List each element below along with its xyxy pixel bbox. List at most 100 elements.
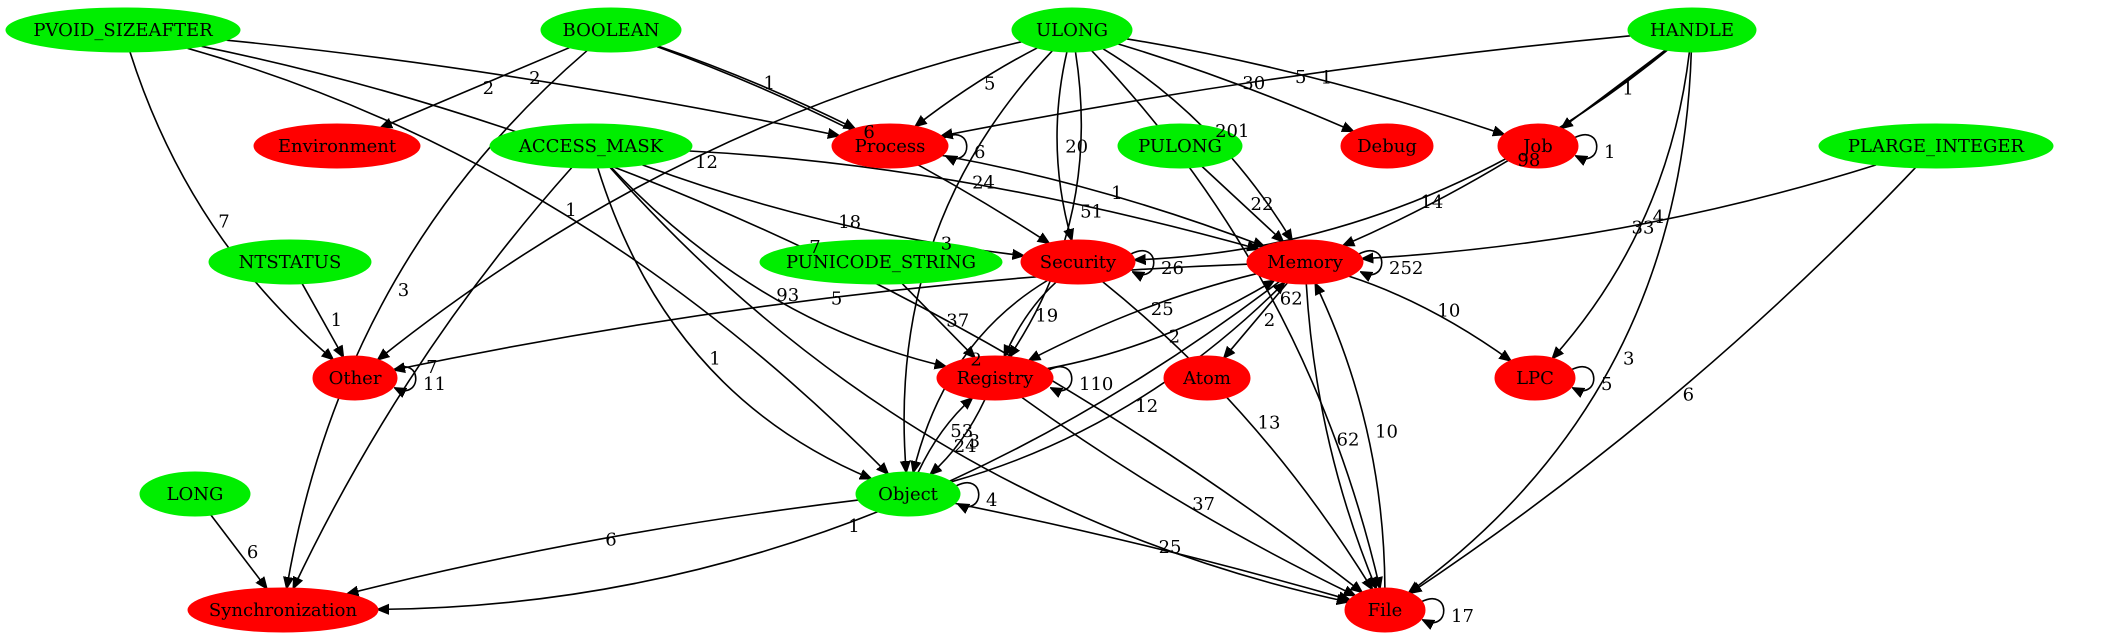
node-label: Environment [278, 136, 397, 157]
edge-label: 62 [1337, 430, 1360, 451]
node-shape [5, 7, 241, 53]
node-lpc: LPC [1494, 355, 1576, 401]
edge-label: 19 [1035, 305, 1058, 326]
node-file: File [1344, 587, 1426, 633]
edge-line [1348, 275, 1511, 360]
edge-label: 1 [1321, 68, 1332, 89]
edge-line [1048, 366, 1073, 391]
node-debug: Debug [1340, 123, 1434, 169]
edge-line [301, 283, 343, 357]
edge-security-to-file [1102, 281, 1373, 589]
edge-access_mask-to-synchronization [293, 167, 573, 588]
edge-line [1305, 283, 1376, 589]
node-shape [1117, 123, 1243, 169]
edge-label: 11 [423, 374, 446, 395]
edge-line [931, 399, 986, 475]
edge-line [1362, 164, 1877, 259]
edge-label: 62 [1280, 288, 1303, 309]
edge-line [901, 283, 974, 358]
node-label: PUNICODE_STRING [786, 252, 976, 273]
edge-line [1021, 396, 1355, 596]
edge-label: 5 [1295, 67, 1306, 88]
edge-label: 5 [1601, 374, 1612, 395]
edge-registry-to-object [931, 399, 986, 475]
edge-line [1029, 273, 1257, 360]
edge-label: 6 [247, 542, 258, 563]
edge-punicode_string-to-registry [901, 283, 974, 358]
node-synchronization: Synchronization [187, 587, 379, 633]
node-shape [1163, 355, 1251, 401]
node-other: Other [312, 355, 398, 401]
edge-label: 14 [1420, 192, 1443, 213]
node-shape [489, 123, 693, 169]
edge-long-to-synchronization [210, 514, 267, 588]
edge-access_mask-to-memory [689, 150, 1258, 249]
edge-ulong-to-file [1091, 50, 1380, 588]
edge-label: 1 [565, 200, 576, 221]
edge-boolean-to-synchronization [287, 50, 588, 588]
edge-line [1224, 282, 1288, 358]
node-label: Memory [1267, 252, 1344, 273]
edge-line [951, 283, 1284, 483]
edge-label: 7 [809, 237, 820, 258]
node-label: Other [329, 368, 382, 389]
edge-security-to-security [1130, 250, 1155, 275]
node-shape [187, 587, 379, 633]
node-shape [759, 239, 1003, 285]
edge-line [917, 398, 972, 473]
node-label: Security [1040, 252, 1117, 273]
edge-label: 12 [1135, 396, 1158, 417]
node-shape [936, 355, 1054, 401]
edge-line [129, 51, 333, 359]
edge-line [293, 167, 573, 588]
edge-line [381, 46, 570, 128]
edge-label: 13 [1258, 413, 1281, 434]
edge-object-to-file [954, 502, 1350, 599]
node-label: PLARGE_INTEGER [1848, 136, 2025, 157]
edge-label: 33 [1632, 218, 1655, 239]
node-shape [1627, 7, 1757, 53]
edge-label: 2 [1169, 326, 1180, 347]
edge-label: 1 [331, 310, 342, 331]
edge-object-to-synchronization [347, 499, 859, 594]
edge-label: 37 [946, 310, 969, 331]
edge-line [378, 281, 1280, 610]
edge-ulong-to-other [378, 41, 1022, 360]
edge-label: 252 [1389, 258, 1423, 279]
edge-handle-to-file [1409, 51, 1693, 592]
edge-other-to-other [392, 366, 417, 391]
node-ulong: ULONG [1011, 7, 1133, 53]
edge-label: 1 [764, 73, 775, 94]
edge-label: 6 [974, 142, 985, 163]
node-label: PVOID_SIZEAFTER [33, 20, 213, 41]
node-shape [253, 123, 421, 169]
edge-line [942, 35, 1631, 136]
node-label: ULONG [1036, 20, 1108, 41]
edge-line [1410, 167, 1916, 593]
edge-line [1005, 281, 1057, 356]
node-label: HANDLE [1650, 20, 1734, 41]
edge-pvoid_sizeafter-to-process [226, 39, 839, 135]
node-pvoid-sizeafter: PVOID_SIZEAFTER [5, 7, 241, 53]
node-atom: Atom [1163, 355, 1251, 401]
edge-line [942, 154, 1264, 247]
edge-line [1420, 598, 1445, 623]
edge-boolean-to-environment [381, 46, 570, 128]
edge-registry-to-memory [1047, 281, 1274, 370]
edge-label: 1 [1111, 183, 1122, 204]
edge-line [1009, 51, 1083, 357]
node-shape [139, 471, 251, 517]
edge-pvoid_sizeafter-to-object [187, 47, 888, 473]
edge-line [1056, 51, 1072, 240]
edge-job-to-job [1573, 134, 1598, 159]
edge-line [1118, 43, 1353, 131]
edge-access_mask-to-object [597, 167, 871, 479]
node-shape [1340, 123, 1434, 169]
edge-registry-to-file [1021, 396, 1355, 596]
edge-label: 3 [941, 233, 952, 254]
node-shape [1246, 239, 1364, 285]
edge-label: 51 [1080, 202, 1103, 223]
edge-handle-to-process [942, 35, 1631, 136]
node-shape [1818, 123, 2054, 169]
edge-label: 24 [954, 436, 977, 457]
